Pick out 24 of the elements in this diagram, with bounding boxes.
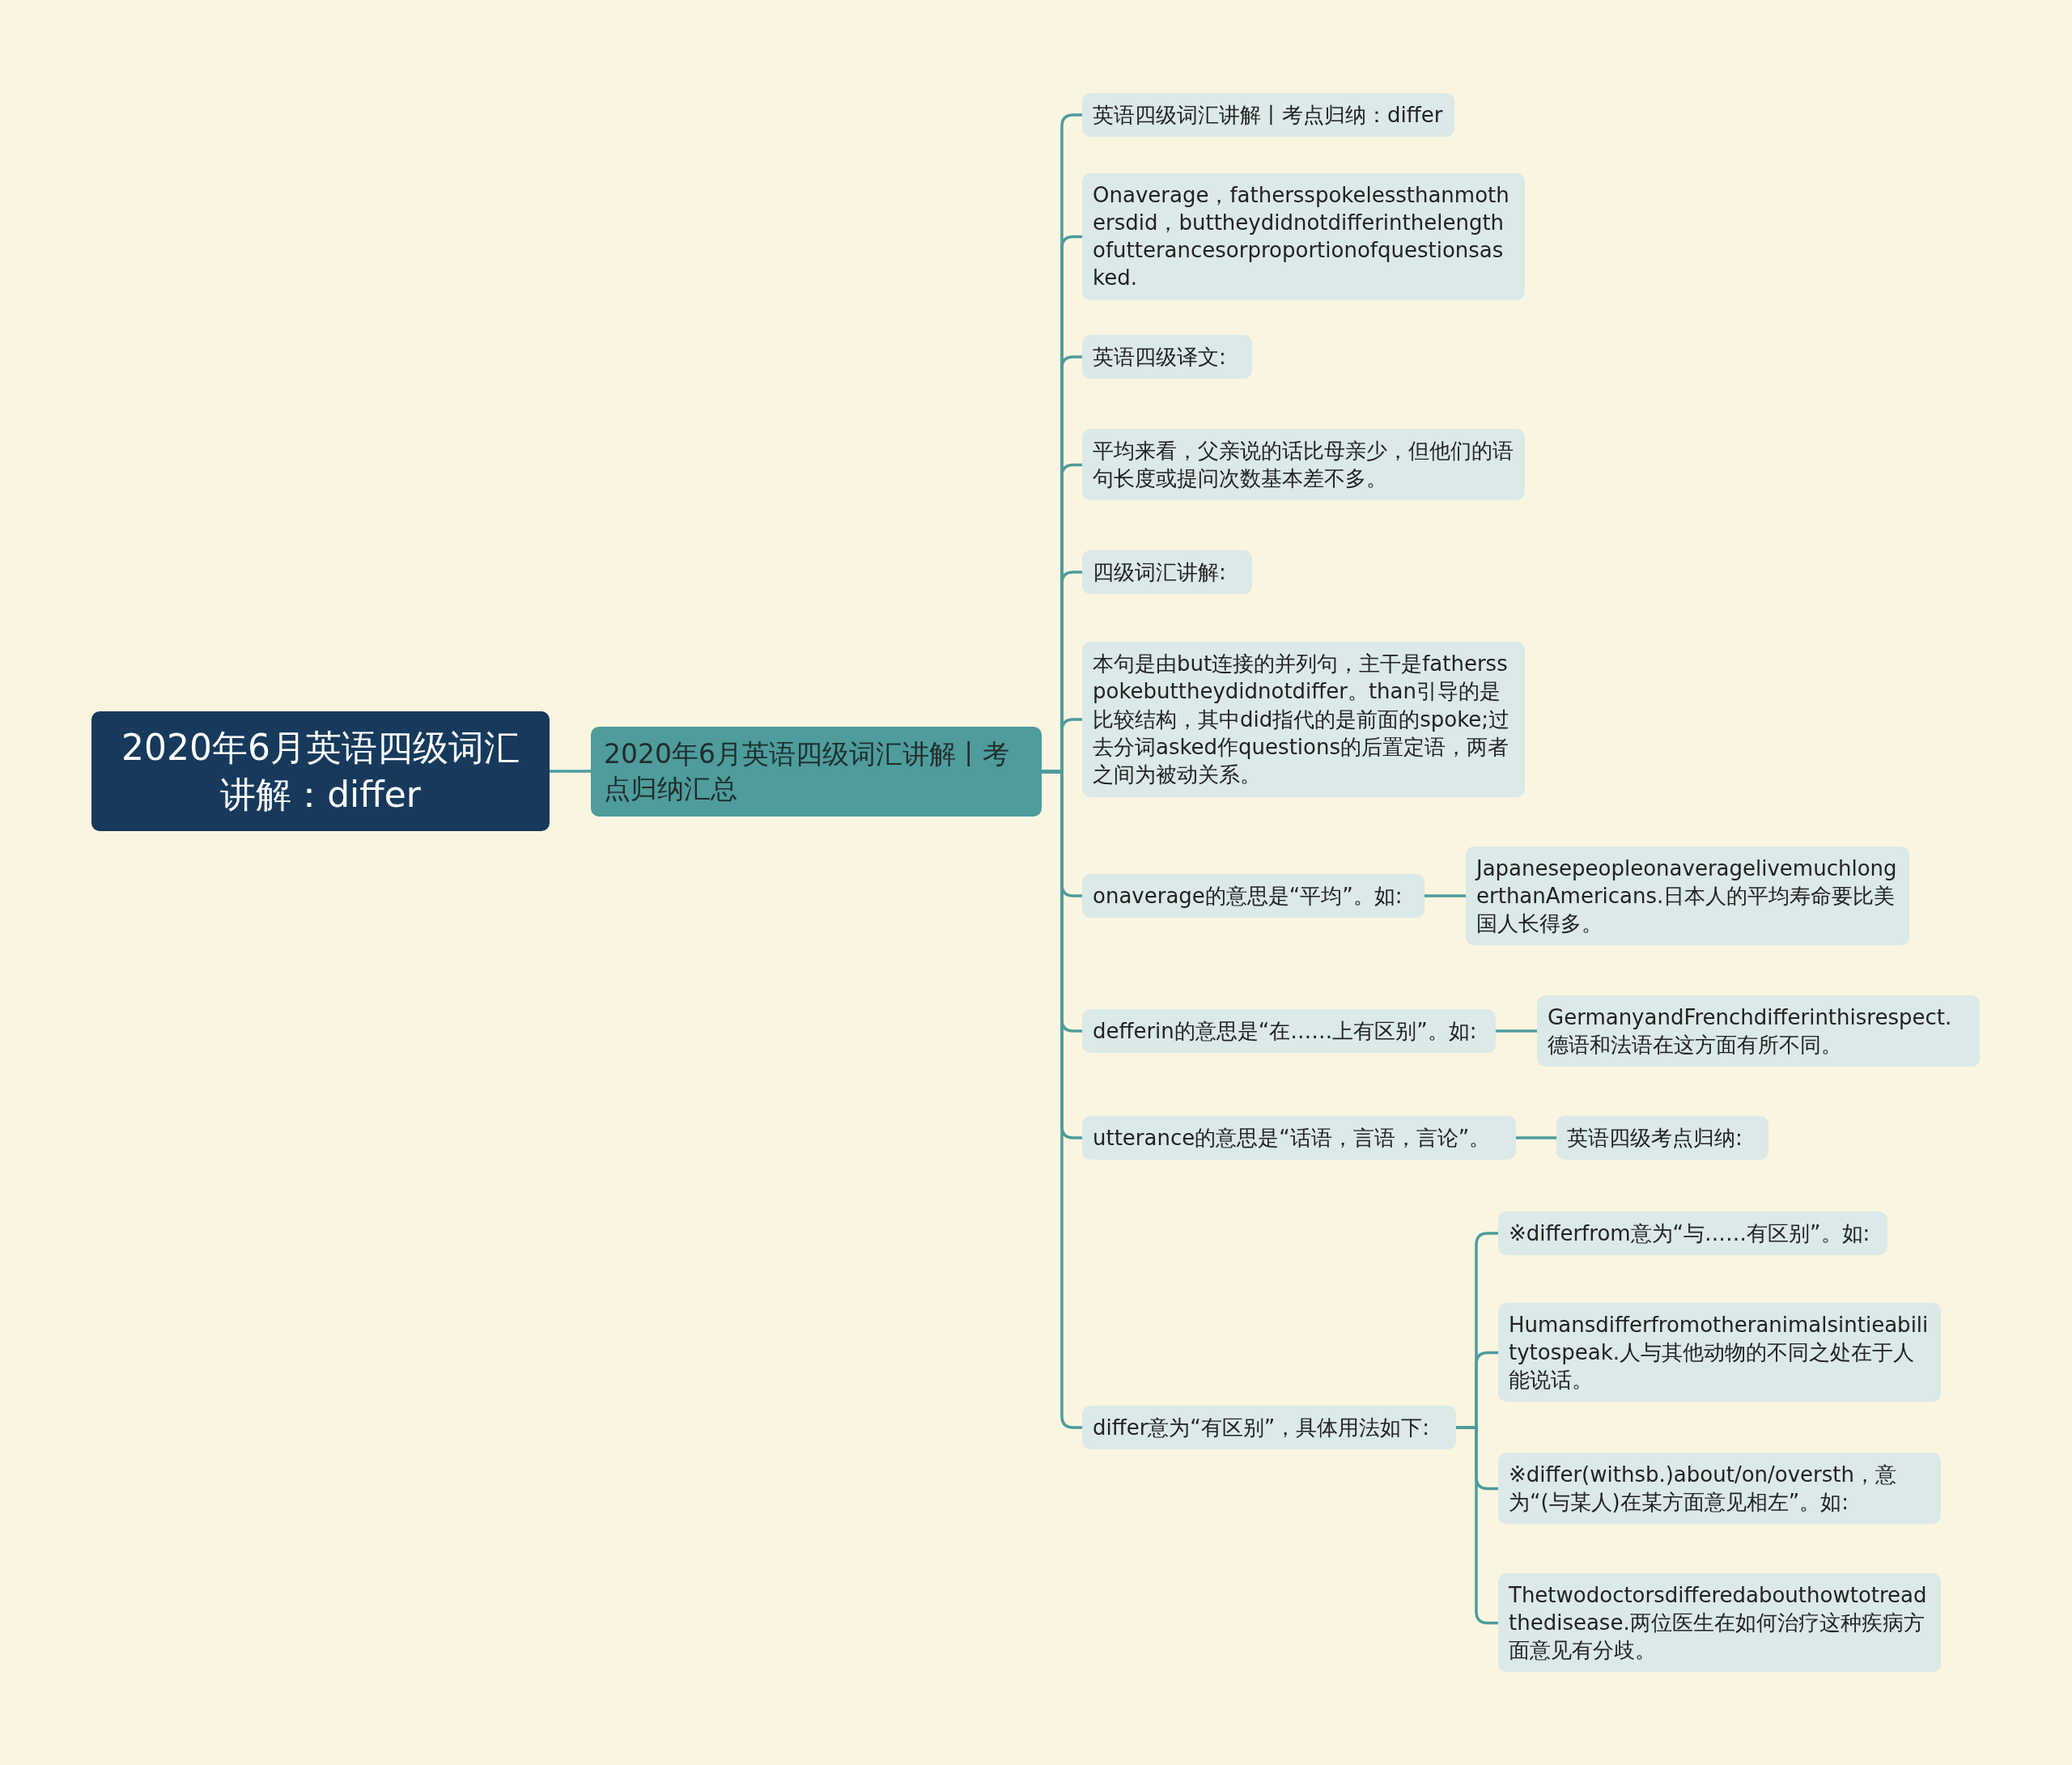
topic-box: differ意为“有区别”，具体用法如下: (1082, 1406, 1456, 1450)
connector-line (1456, 1426, 1498, 1625)
topic-box: 英语四级考点归纳: (1556, 1116, 1768, 1160)
topic-box: Onaverage，fathersspokelessthanmothersdid，buttheydidnotdifferinthelengthofutterancesorproportionofquestionsasked. (1082, 172, 1525, 300)
topic-box: 英语四级译文: (1082, 335, 1252, 380)
topic-box: utterance的意思是“话语，言语，言论”。 (1082, 1116, 1516, 1160)
root-topic-box: 2020年6月英语四级词汇讲解：differ (91, 711, 550, 832)
branch-topic-box: 2020年6月英语四级词汇讲解丨考点归纳汇总 (591, 726, 1042, 817)
connector-line (550, 770, 591, 773)
connector-line (1424, 894, 1466, 897)
topic-box: Thetwodoctorsdifferedabouthowtotreadthedisease.两位医生在如何治疗这种疾病方面意见有分歧。 (1498, 1572, 1941, 1673)
topic-box: 四级词汇讲解: (1082, 550, 1252, 595)
topic-box: 英语四级词汇讲解丨考点归纳：differ (1082, 93, 1454, 138)
topic-box: defferin的意思是“在……上有区别”。如: (1082, 1009, 1496, 1054)
topic-box: 平均来看，父亲说的话比母亲少，但他们的语句长度或提问次数基本差不多。 (1082, 428, 1525, 501)
topic-box: GermanyandFrenchdifferinthisrespect.德语和法语在这方面有所不同。 (1537, 995, 1980, 1067)
topic-box: 本句是由but连接的并列句，主干是fathersspokebuttheydidnotdiffer。than引导的是比较结构，其中did指代的是前面的spoke;过去分词asked作questions的后置定语，两者之间为被动关系。 (1082, 642, 1525, 797)
topic-box: onaverage的意思是“平均”。如: (1082, 874, 1424, 919)
topic-box: Humansdifferfromotheranimalsintieabilitytospeak.人与其他动物的不同之处在于人能说话。 (1498, 1302, 1941, 1402)
connector-line (1496, 1029, 1537, 1033)
topic-box: JapanesepeopleonaveragelivemuchlongerthanAmericans.日本人的平均寿命要比美国人长得多。 (1466, 846, 1909, 946)
topic-box: ※differ(withsb.)about/on/oversth，意为“(与某人)在某方面意见相左”。如: (1498, 1452, 1941, 1525)
connector-line (1516, 1136, 1556, 1139)
topic-box: ※differfrom意为“与……有区别”。如: (1498, 1211, 1887, 1256)
